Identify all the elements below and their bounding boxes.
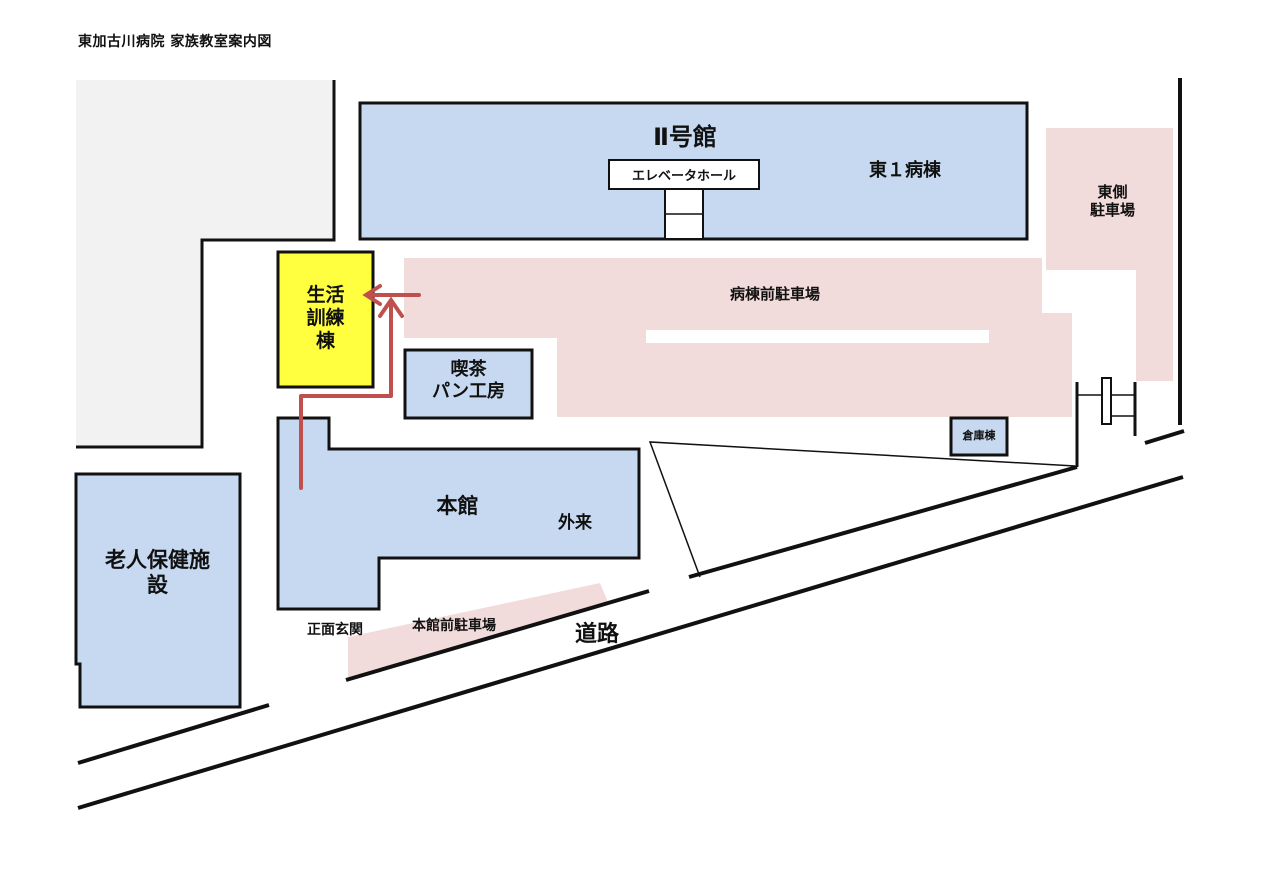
road-edge-outer xyxy=(77,475,1184,810)
route-arrow-head-left xyxy=(362,284,382,306)
neighbor-lot-outline xyxy=(76,80,336,449)
east-road-segment xyxy=(1144,429,1185,445)
annex-2-label: Ⅱ号館 xyxy=(653,123,717,151)
route-arrow-path xyxy=(299,300,393,490)
main-front-parking-area xyxy=(348,583,608,677)
elderly-facility-label: 老人保健施 設 xyxy=(105,548,210,598)
main-building-label: 本館 xyxy=(436,494,479,518)
main-entrance-label: 正面玄関 xyxy=(307,622,363,638)
warehouse-building xyxy=(949,416,1009,457)
east-parking-area xyxy=(1046,128,1173,381)
cafe-bakery-building xyxy=(403,348,534,420)
elevator-hall-label: エレベータホール xyxy=(608,159,760,190)
driveway-outline xyxy=(648,441,1076,578)
road-edge-inner-mid xyxy=(345,589,650,682)
east-parking-label: 東側 駐車場 xyxy=(1089,183,1135,219)
road-edge-inner-left xyxy=(77,703,270,765)
main-building xyxy=(276,416,641,611)
main-front-parking-label: 本館前駐車場 xyxy=(412,618,496,634)
parking-aisle xyxy=(646,330,989,343)
life-training-building xyxy=(276,250,375,389)
elderly-facility-building xyxy=(74,472,242,709)
neighbor-lot xyxy=(76,80,334,447)
east-1-ward-label: 東１病棟 xyxy=(869,160,941,181)
road-edge-inner-right xyxy=(688,465,1078,579)
ward-front-parking-label: 病棟前駐車場 xyxy=(729,285,820,303)
road-label: 道路 xyxy=(574,622,619,647)
life-training-label: 生活 訓練 棟 xyxy=(306,284,345,352)
warehouse-label: 倉庫棟 xyxy=(962,429,996,442)
page-title: 東加古川病院 家族教室案内図 xyxy=(78,34,272,50)
route-arrow-head-up xyxy=(378,296,404,318)
gate-booth xyxy=(1101,377,1112,425)
outpatient-label: 外来 xyxy=(558,513,592,533)
cafe-bakery-label: 喫茶 パン工房 xyxy=(432,359,505,402)
